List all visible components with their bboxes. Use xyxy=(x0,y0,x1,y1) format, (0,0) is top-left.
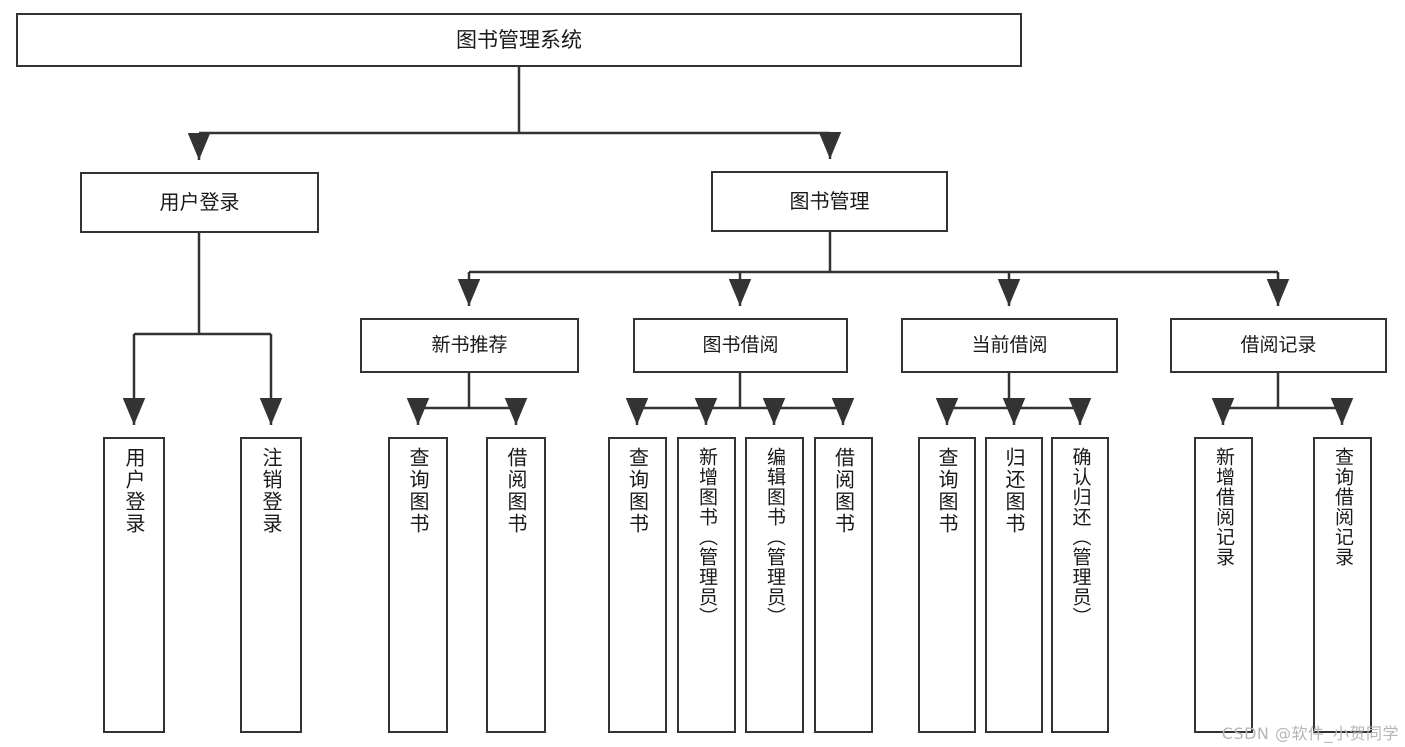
node-user-login[interactable]: 用户登录 xyxy=(80,172,319,233)
node-book-borrow-label: 图书借阅 xyxy=(702,334,779,357)
leaf-borrow-book-label: 借阅图书 xyxy=(831,447,856,535)
node-borrow-record-label: 借阅记录 xyxy=(1240,334,1317,357)
leaf-borrow-book[interactable]: 借阅图书 xyxy=(814,437,873,733)
leaf-borrow-book-new[interactable]: 借阅图书 xyxy=(486,437,546,733)
node-book-management[interactable]: 图书管理 xyxy=(711,171,948,232)
leaf-edit-book-admin-label: 编辑图书（管理员） xyxy=(764,447,786,627)
leaf-confirm-return-admin-label: 确认归还（管理员） xyxy=(1069,447,1092,627)
leaf-query-book-new-label: 查询图书 xyxy=(406,447,430,535)
node-borrow-record[interactable]: 借阅记录 xyxy=(1170,318,1387,373)
leaf-return-book-label: 归还图书 xyxy=(1002,447,1026,535)
node-root[interactable]: 图书管理系统 xyxy=(16,13,1022,67)
node-new-book-recommend-label: 新书推荐 xyxy=(431,334,508,357)
leaf-add-book-admin-label: 新增图书（管理员） xyxy=(696,447,718,627)
leaf-query-book-new[interactable]: 查询图书 xyxy=(388,437,448,733)
node-root-label: 图书管理系统 xyxy=(456,27,582,52)
node-current-borrow[interactable]: 当前借阅 xyxy=(901,318,1118,373)
leaf-query-book-borrow-label: 查询图书 xyxy=(625,447,650,535)
leaf-user-login-label: 用户登录 xyxy=(122,447,146,535)
watermark: CSDN @软件_小贺同学 xyxy=(1221,724,1399,743)
leaf-return-book[interactable]: 归还图书 xyxy=(985,437,1043,733)
leaf-add-borrow-record[interactable]: 新增借阅记录 xyxy=(1194,437,1253,733)
leaf-user-login[interactable]: 用户登录 xyxy=(103,437,165,733)
leaf-query-book-current[interactable]: 查询图书 xyxy=(918,437,976,733)
leaf-query-book-borrow[interactable]: 查询图书 xyxy=(608,437,667,733)
leaf-confirm-return-admin[interactable]: 确认归还（管理员） xyxy=(1051,437,1109,733)
leaf-edit-book-admin[interactable]: 编辑图书（管理员） xyxy=(745,437,804,733)
node-book-borrow[interactable]: 图书借阅 xyxy=(633,318,848,373)
leaf-query-book-current-label: 查询图书 xyxy=(935,447,959,535)
node-book-management-label: 图书管理 xyxy=(789,188,870,213)
leaf-borrow-book-new-label: 借阅图书 xyxy=(504,447,528,535)
leaf-query-borrow-record-label: 查询借阅记录 xyxy=(1332,447,1354,567)
leaf-add-borrow-record-label: 新增借阅记录 xyxy=(1213,447,1235,567)
leaf-add-book-admin[interactable]: 新增图书（管理员） xyxy=(677,437,736,733)
node-current-borrow-label: 当前借阅 xyxy=(971,334,1048,357)
node-user-login-label: 用户登录 xyxy=(159,189,240,214)
leaf-user-logout-label: 注销登录 xyxy=(259,447,283,535)
node-new-book-recommend[interactable]: 新书推荐 xyxy=(360,318,579,373)
leaf-query-borrow-record[interactable]: 查询借阅记录 xyxy=(1313,437,1372,733)
leaf-user-logout[interactable]: 注销登录 xyxy=(240,437,302,733)
